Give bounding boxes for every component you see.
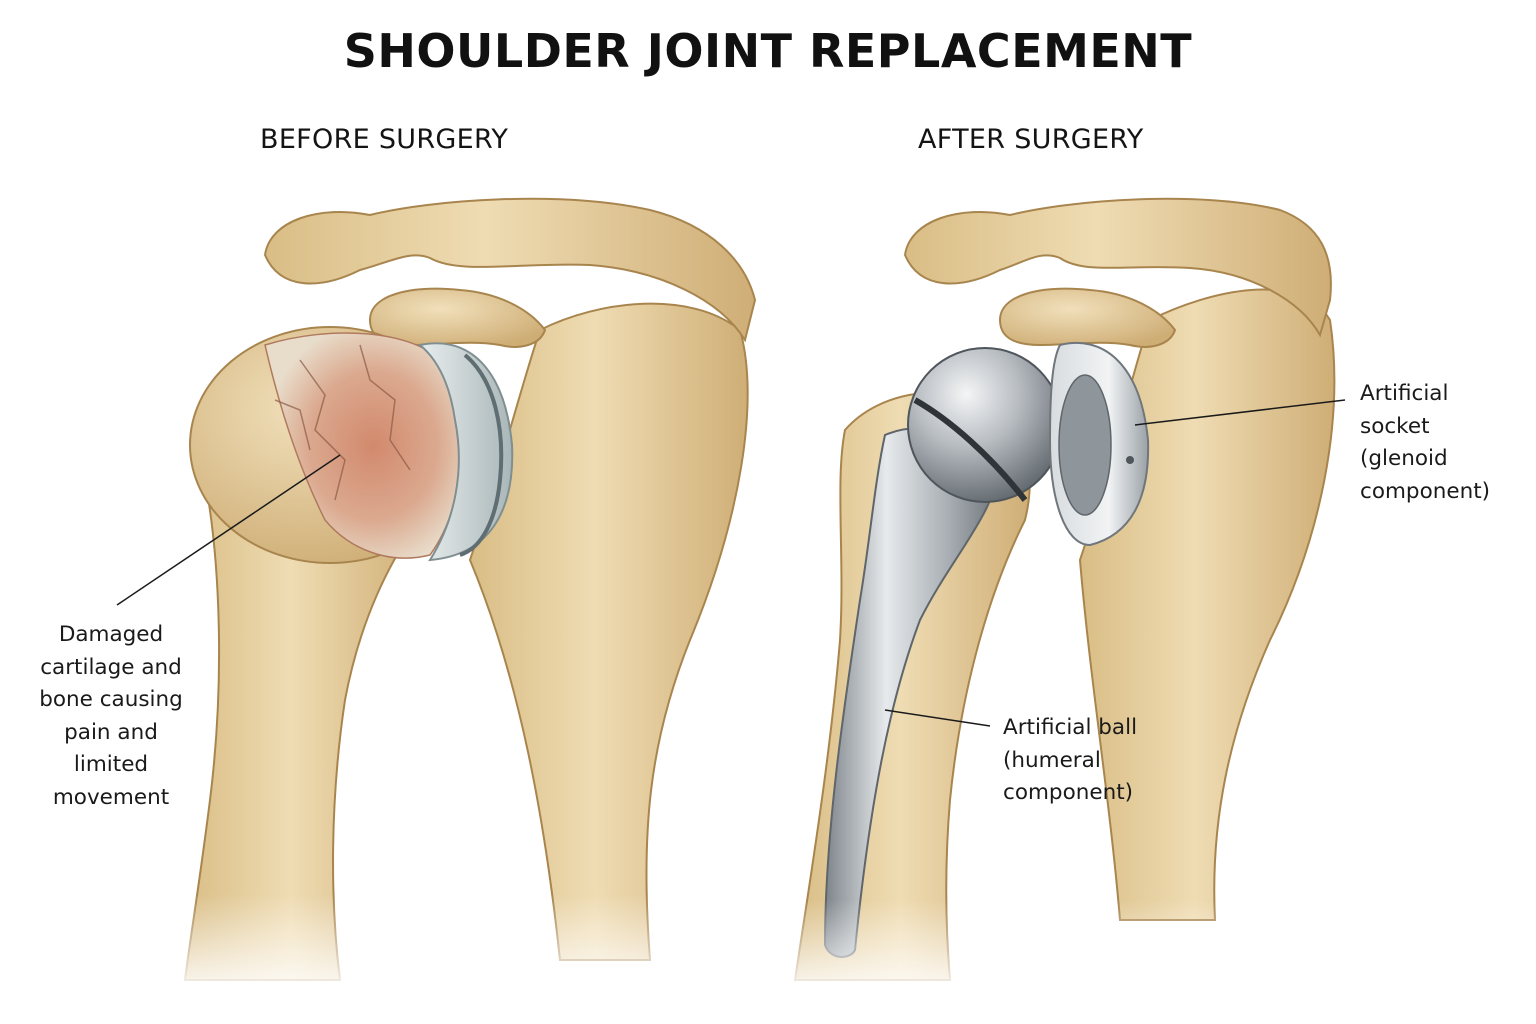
artificial-socket-label: Artificial socket (glenoid component): [1360, 378, 1490, 508]
before-glenoid-rim: [459, 353, 504, 557]
before-shoulder-illustration: [150, 197, 800, 1000]
label-line: component): [1360, 478, 1491, 504]
leader-line-socket: [1134, 399, 1346, 426]
label-line: component): [1003, 780, 1134, 805]
page-title: SHOULDER JOINT REPLACEMENT: [343, 24, 1193, 78]
label-line: limited: [73, 752, 149, 777]
after-acromion: [903, 197, 1332, 338]
after-surgery-heading: AFTER SURGERY: [918, 124, 1144, 155]
after-shoulder-illustration: [760, 197, 1410, 1000]
label-line: socket: [1360, 413, 1430, 439]
ball-collar: [913, 397, 1028, 502]
leader-line-damaged: [116, 454, 341, 606]
label-line: Artificial ball: [1003, 715, 1138, 740]
socket-screw: [1126, 456, 1134, 464]
damage-cracks: [274, 344, 411, 501]
label-line: (glenoid: [1360, 446, 1448, 471]
label-line: Artificial: [1360, 381, 1449, 406]
label-line: (humeral: [1003, 747, 1101, 773]
socket-cup: [1058, 374, 1112, 516]
before-glenoid-cartilage: [417, 342, 514, 562]
label-line: movement: [52, 784, 170, 810]
artificial-ball-label: Artificial ball (humeral component): [1003, 712, 1137, 810]
damaged-cartilage: [264, 332, 463, 559]
label-line: pain and: [64, 719, 158, 745]
label-line: Damaged: [58, 622, 164, 647]
after-coracoid: [998, 287, 1177, 348]
leader-line-ball: [884, 709, 991, 727]
label-line: cartilage and: [40, 654, 182, 680]
label-line: bone causing: [39, 687, 183, 712]
artificial-ball: [907, 347, 1063, 503]
before-acromion: [263, 197, 757, 343]
damaged-cartilage-label: Damaged cartilage and bone causing pain …: [18, 619, 204, 814]
before-surgery-heading: BEFORE SURGERY: [260, 124, 509, 155]
